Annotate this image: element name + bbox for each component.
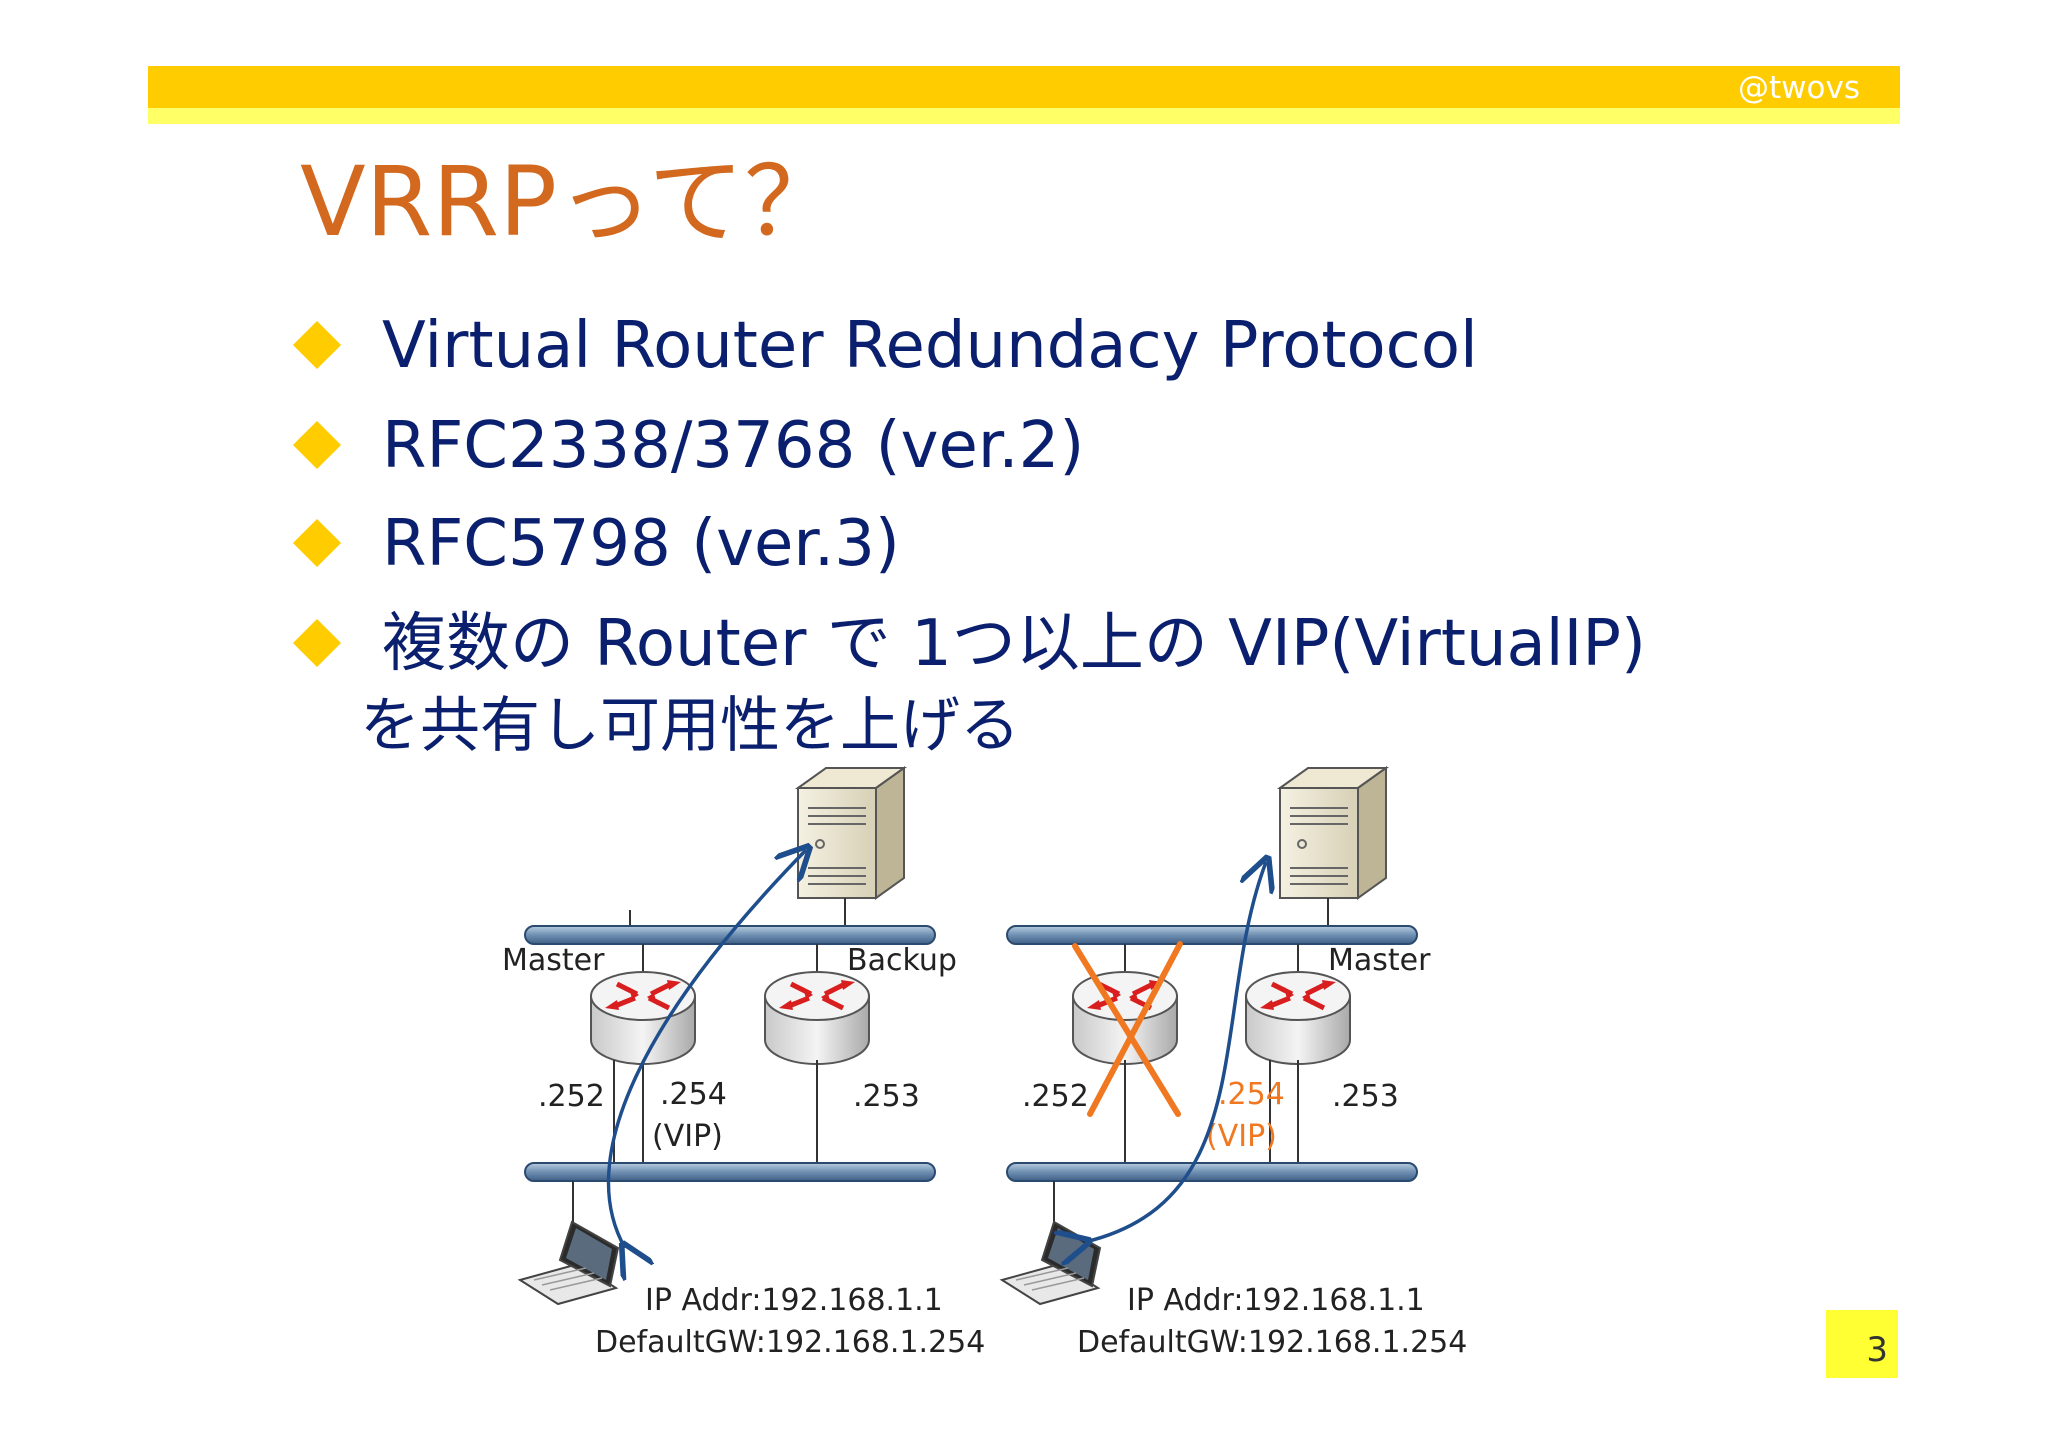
bullet-text: Virtual Router Redundacy Protocol xyxy=(382,309,1478,383)
laptop-icon xyxy=(519,1221,619,1305)
router-ip-label: .253 xyxy=(853,1079,920,1114)
router-icon xyxy=(591,972,695,1064)
author-handle: @twovs xyxy=(1738,70,1860,106)
vip-label: (VIP) xyxy=(652,1119,723,1154)
router-ip-label: .254 xyxy=(660,1077,727,1112)
router-ip-label: .253 xyxy=(1332,1079,1399,1114)
router-ip-label: .252 xyxy=(1022,1079,1089,1114)
bullet-text: 複数の Router で 1つ以上の VIP(VirtualIP) xyxy=(382,607,1646,681)
router-role-label: Master xyxy=(1328,943,1431,978)
network-segment-lower xyxy=(1006,1162,1418,1182)
bullet-diamond-icon xyxy=(292,420,342,470)
server-icon xyxy=(1279,767,1387,899)
bullet-diamond-icon xyxy=(292,320,342,370)
client-gateway-label: DefaultGW:192.168.1.254 xyxy=(1077,1325,1467,1360)
bullet-text: RFC5798 (ver.3) xyxy=(382,507,900,581)
router-role-label: Master xyxy=(502,943,605,978)
router-ip-label: .252 xyxy=(538,1079,605,1114)
header-bar-accent xyxy=(148,108,1900,124)
page-number: 3 xyxy=(1826,1310,1898,1378)
bullet-text: RFC2338/3768 (ver.2) xyxy=(382,409,1085,483)
network-segment-upper xyxy=(1006,925,1418,945)
right-network: Master .252 .254 (VIP) .253 IP Addr:192.… xyxy=(1001,767,1467,1360)
server-icon xyxy=(797,767,905,899)
client-ip-label: IP Addr:192.168.1.1 xyxy=(645,1283,943,1318)
traffic-arrow xyxy=(606,850,806,1248)
bullet-diamond-icon xyxy=(292,518,342,568)
traffic-arrow xyxy=(1085,862,1266,1242)
laptop-icon xyxy=(1001,1221,1101,1305)
router-icon xyxy=(765,972,869,1064)
client-gateway-label: DefaultGW:192.168.1.254 xyxy=(595,1325,985,1360)
vip-label: (VIP) xyxy=(1206,1119,1277,1154)
router-icon xyxy=(1246,972,1350,1064)
slide-title: VRRPって？ xyxy=(300,146,841,258)
bullet-diamond-icon xyxy=(292,618,342,668)
header-bar xyxy=(148,66,1900,108)
vrrp-diagram: Master Backup .252 .254 (VIP) .253 IP Ad… xyxy=(502,767,1467,1360)
left-network: Master Backup .252 .254 (VIP) .253 IP Ad… xyxy=(502,767,985,1360)
client-ip-label: IP Addr:192.168.1.1 xyxy=(1127,1283,1425,1318)
router-role-label: Backup xyxy=(847,943,957,978)
bullet-text-continuation: を共有し可用性を上げる xyxy=(360,691,1020,761)
router-ip-label-vip: .254 xyxy=(1218,1077,1285,1112)
network-segment-lower xyxy=(524,1162,936,1182)
